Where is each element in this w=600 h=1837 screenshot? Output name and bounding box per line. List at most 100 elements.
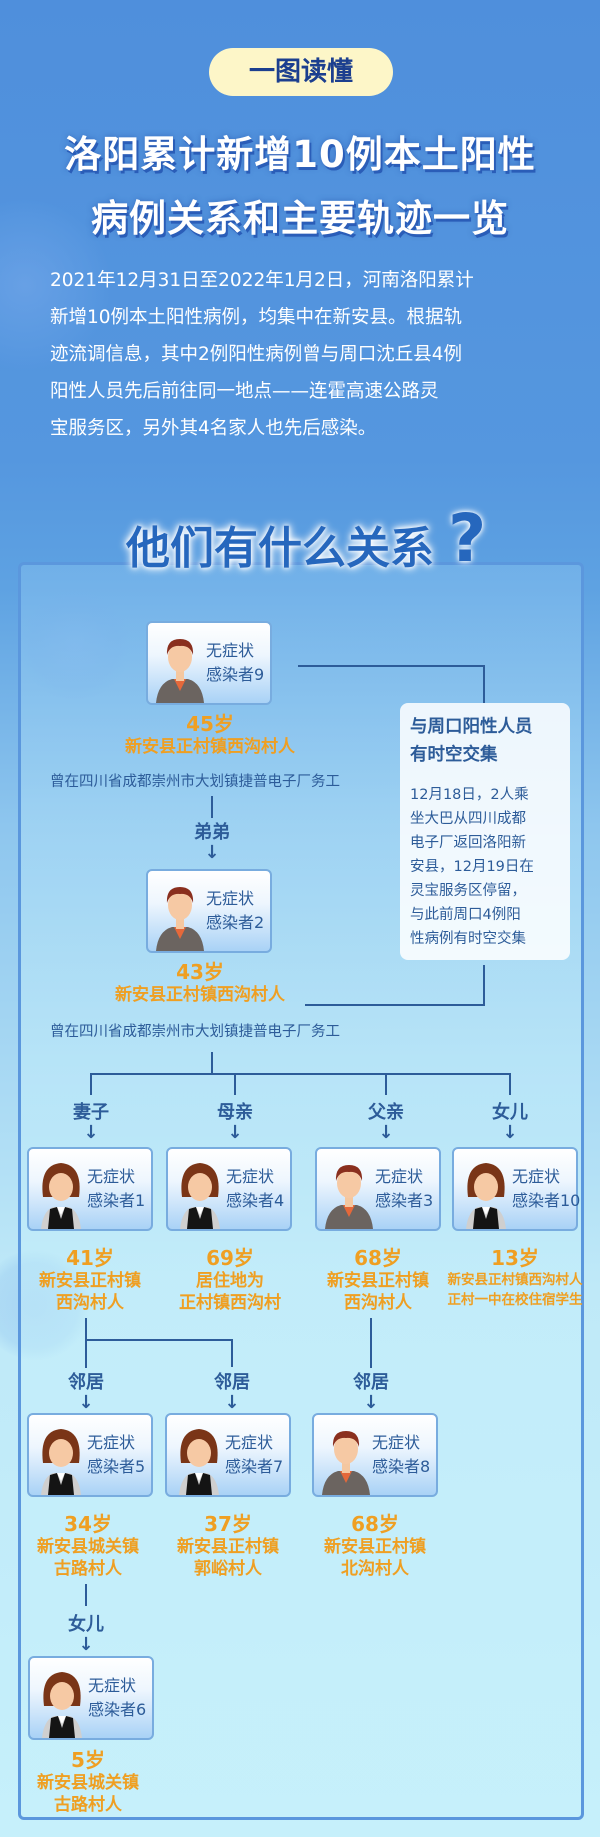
case-info-10: 13岁 新安县正村镇西沟村人 正村一中在校住宿学生: [440, 1246, 590, 1310]
case-age: 43岁: [176, 960, 224, 984]
case-age: 37岁: [204, 1512, 252, 1536]
case-location: 古路村人: [54, 1795, 122, 1815]
down-arrow-icon: ↓: [78, 1392, 94, 1413]
case-label: 无症状 感染者4: [226, 1165, 284, 1213]
case-location: 郭峪村人: [194, 1559, 262, 1579]
case-age: 69岁: [206, 1246, 254, 1270]
case-location: 新安县正村镇: [327, 1271, 429, 1291]
case-info-6: 5岁 新安县城关镇 古路村人: [18, 1748, 158, 1816]
case-location: 新安县正村镇西沟村人: [447, 1272, 583, 1288]
case-location: 新安县正村镇西沟村人: [115, 985, 285, 1005]
case-card-10: 无症状 感染者10: [452, 1147, 580, 1231]
intro-line: 新增10例本土阳性病例，均集中在新安县。根据轨: [50, 307, 463, 328]
male-avatar-icon: [322, 1431, 370, 1495]
case-info-2: 43岁 新安县正村镇西沟村人: [100, 960, 300, 1006]
case-name: 感染者10: [512, 1191, 581, 1210]
relation-label-neighbor: 邻居: [353, 1372, 389, 1393]
spatiotemporal-overlap-box: 与周口阳性人员 有时空交集 12月18日，2人乘 坐大巴从四川成都 电子厂返回洛…: [400, 703, 570, 960]
case-status: 无症状: [372, 1433, 421, 1452]
case-location: 新安县正村镇: [177, 1537, 279, 1557]
case-name: 感染者1: [87, 1191, 146, 1210]
connector-line: [385, 1073, 387, 1095]
relation-label-father: 父亲: [368, 1102, 404, 1123]
down-arrow-icon: ↓: [363, 1392, 379, 1413]
intro-line: 宝服务区，另外其4名家人也先后感染。: [50, 418, 377, 439]
connector-line: [370, 1318, 372, 1368]
case-age: 34岁: [64, 1512, 112, 1536]
male-avatar-icon: [156, 887, 204, 951]
case-card-7: 无症状 感染者7: [165, 1413, 291, 1497]
case-info-8: 68岁 新安县正村镇 北沟村人: [305, 1512, 445, 1580]
case-location: 西沟村人: [344, 1293, 412, 1313]
connector-line: [85, 1584, 87, 1606]
case-status: 无症状: [206, 641, 255, 660]
connector-line: [90, 1073, 92, 1095]
side-box-title-line-1: 与周口阳性人员: [410, 717, 533, 737]
case-name: 感染者5: [87, 1457, 146, 1476]
section-title-text: 他们有什么关系: [126, 523, 434, 574]
case-age: 68岁: [354, 1246, 402, 1270]
case-name: 感染者7: [225, 1457, 284, 1476]
case-location: 新安县城关镇: [37, 1537, 139, 1557]
case-info-9: 45岁 新安县正村镇西沟村人: [110, 712, 310, 758]
relation-label-neighbor: 邻居: [214, 1372, 250, 1393]
case-card-2: 无症状 感染者2: [146, 869, 272, 953]
female-avatar-icon: [180, 1163, 220, 1229]
case-card-3: 无症状 感染者3: [315, 1147, 441, 1231]
case-name: 感染者9: [206, 665, 265, 684]
connector-line: [305, 1004, 485, 1006]
case-school-note: 正村一中在校住宿学生: [447, 1292, 583, 1308]
down-arrow-icon: ↓: [83, 1122, 99, 1143]
connector-line: [509, 1073, 511, 1095]
case-location: 正村镇西沟村: [179, 1293, 281, 1313]
case-age: 13岁: [491, 1246, 539, 1270]
relation-label-mother: 母亲: [217, 1102, 253, 1123]
case-status: 无症状: [206, 889, 255, 908]
connector-line: [231, 1339, 233, 1367]
case-status: 无症状: [87, 1433, 136, 1452]
case-location: 古路村人: [54, 1559, 122, 1579]
case-card-9: 无症状 感染者9: [146, 621, 272, 705]
case-label: 无症状 感染者7: [225, 1431, 283, 1479]
case-info-7: 37岁 新安县正村镇 郭峪村人: [158, 1512, 298, 1580]
connector-line: [483, 665, 485, 703]
case-age: 68岁: [351, 1512, 399, 1536]
case-name: 感染者8: [372, 1457, 431, 1476]
case-status: 无症状: [88, 1676, 137, 1695]
case-status: 无症状: [87, 1167, 136, 1186]
case-age: 45岁: [186, 712, 234, 736]
case-label: 无症状 感染者8: [372, 1431, 430, 1479]
case-label: 无症状 感染者5: [87, 1431, 145, 1479]
male-avatar-icon: [325, 1165, 373, 1229]
case-card-8: 无症状 感染者8: [312, 1413, 438, 1497]
side-box-body: 12月18日，2人乘 坐大巴从四川成都 电子厂返回洛阳新 安县，12月19日在 …: [410, 787, 534, 947]
connector-line: [483, 965, 485, 1005]
case-label: 无症状 感染者9: [206, 639, 264, 687]
female-avatar-icon: [42, 1672, 82, 1738]
case-location: 新安县正村镇: [39, 1271, 141, 1291]
down-arrow-icon: ↓: [378, 1122, 394, 1143]
case-label: 无症状 感染者1: [87, 1165, 145, 1213]
case-card-5: 无症状 感染者5: [27, 1413, 153, 1497]
down-arrow-icon: ↓: [204, 842, 220, 863]
case-work-note: 曾在四川省成都崇州市大划镇捷普电子厂务工: [50, 774, 340, 790]
relation-label-neighbor: 邻居: [68, 1372, 104, 1393]
case-name: 感染者4: [226, 1191, 285, 1210]
case-name: 感染者3: [375, 1191, 434, 1210]
connector-line: [298, 665, 484, 667]
page-title-line-2: 病例关系和主要轨迹一览: [91, 197, 509, 240]
case-status: 无症状: [375, 1167, 424, 1186]
case-label: 无症状 感染者10: [512, 1165, 580, 1213]
intro-line: 迹流调信息，其中2例阳性病例曾与周口沈丘县4例: [50, 344, 463, 365]
relation-label-wife: 妻子: [73, 1102, 109, 1123]
case-age: 5岁: [71, 1748, 105, 1772]
case-card-4: 无症状 感染者4: [166, 1147, 292, 1231]
down-arrow-icon: ↓: [224, 1392, 240, 1413]
case-location: 新安县正村镇西沟村人: [125, 737, 295, 757]
connector-line: [90, 1073, 510, 1075]
down-arrow-icon: ↓: [227, 1122, 243, 1143]
case-info-3: 68岁 新安县正村镇 西沟村人: [308, 1246, 448, 1314]
intro-line: 2021年12月31日至2022年1月2日，河南洛阳累计: [50, 270, 474, 291]
question-mark-icon: ?: [448, 500, 487, 577]
case-label: 无症状 感染者2: [206, 887, 264, 935]
